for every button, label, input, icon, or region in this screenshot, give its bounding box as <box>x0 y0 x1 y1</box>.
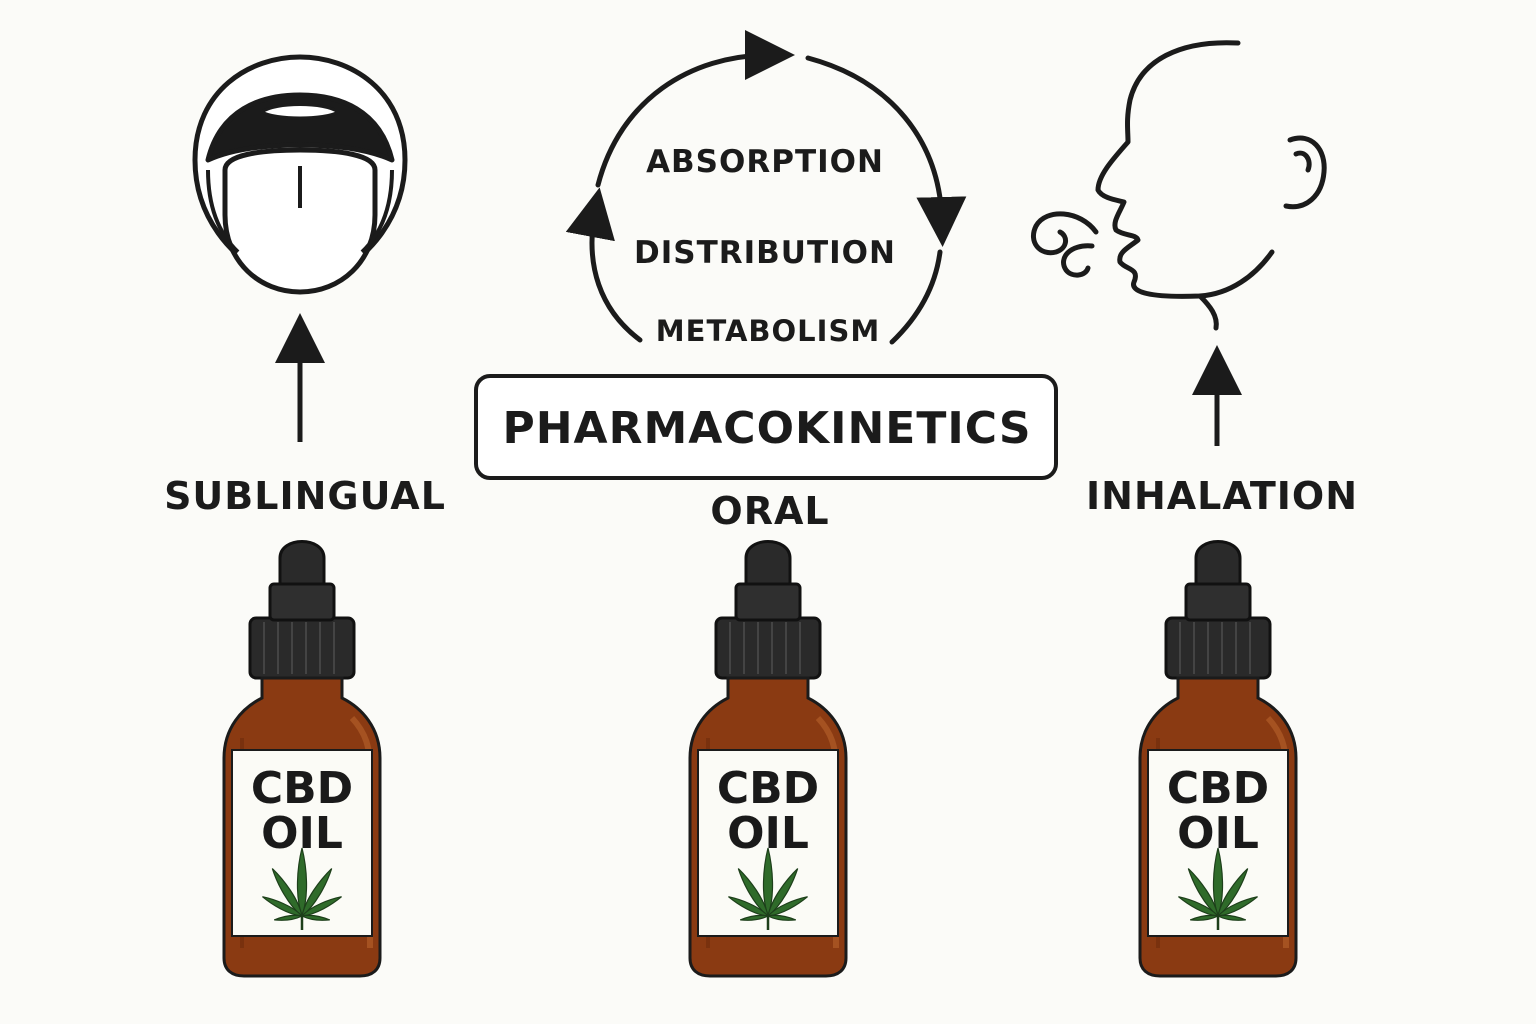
cycle-step-absorption: ABSORPTION <box>646 144 884 180</box>
route-label-oral: ORAL <box>710 489 829 533</box>
cycle-arrow-left <box>565 187 643 343</box>
route-label-inhalation: INHALATION <box>1086 474 1358 518</box>
cycle-arrow-right <box>805 55 967 247</box>
bottle-label-line1: CBD <box>717 763 819 814</box>
cycle-step-metabolism: METABOLISM <box>656 314 880 348</box>
page-title: PHARMACOKINETICS <box>502 403 1031 454</box>
bottle-label-line1: CBD <box>251 763 353 814</box>
title-box <box>474 374 1058 480</box>
route-label-sublingual: SUBLINGUAL <box>164 474 446 518</box>
cycle-arrow-bottom-right <box>889 249 943 345</box>
tongue-icon <box>192 54 408 295</box>
cycle-step-distribution: DISTRIBUTION <box>634 235 896 271</box>
bottle-sublingual: CBD OIL <box>224 542 380 977</box>
bottle-oral: CBD OIL <box>690 542 846 977</box>
cycle-arrow-top <box>595 30 795 188</box>
face-exhale-icon <box>1031 40 1327 331</box>
bottle-inhalation: CBD OIL <box>1140 542 1296 977</box>
bottle-label-line1: CBD <box>1167 763 1269 814</box>
cycle-arrows <box>565 30 967 345</box>
